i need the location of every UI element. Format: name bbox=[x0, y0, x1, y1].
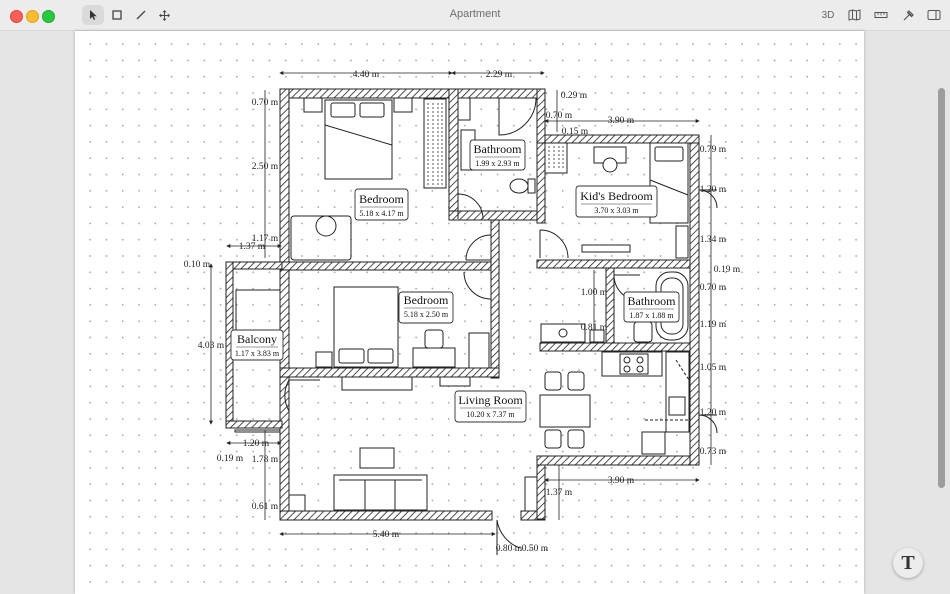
rectangle-icon bbox=[112, 10, 122, 20]
svg-text:1.87 x 1.88 m: 1.87 x 1.88 m bbox=[629, 311, 674, 320]
svg-text:5.18 x 2.50 m: 5.18 x 2.50 m bbox=[404, 310, 449, 319]
measure-button[interactable] bbox=[872, 6, 890, 24]
svg-text:0.19 m: 0.19 m bbox=[217, 454, 244, 464]
close-window-button[interactable] bbox=[10, 10, 23, 23]
svg-text:0.61 m: 0.61 m bbox=[252, 502, 279, 512]
svg-text:0.80 m: 0.80 m bbox=[496, 544, 523, 554]
svg-text:0.15 m: 0.15 m bbox=[562, 127, 589, 137]
svg-text:0.81 m: 0.81 m bbox=[581, 323, 608, 333]
view-3d-button[interactable]: 3D bbox=[821, 9, 835, 21]
select-tool-button[interactable] bbox=[82, 5, 104, 25]
svg-text:0.19 m: 0.19 m bbox=[714, 265, 741, 275]
svg-text:1.00 m: 1.00 m bbox=[581, 288, 608, 298]
canvas-right-margin bbox=[864, 31, 950, 594]
svg-text:2.29 m: 2.29 m bbox=[486, 70, 513, 80]
pointer-icon bbox=[90, 10, 97, 20]
svg-text:Living Room: Living Room bbox=[458, 393, 523, 407]
sidebar-toggle-button[interactable] bbox=[925, 6, 943, 24]
floor-plan-drawing: 4.40 m 2.29 m 3.90 m 5.40 m 3.90 m 0.70 … bbox=[184, 70, 741, 555]
svg-text:1.37 m: 1.37 m bbox=[546, 488, 573, 498]
room-label-bedroom-1[interactable]: Bedroom 5.18 x 4.17 m bbox=[354, 188, 409, 221]
svg-text:Bathroom: Bathroom bbox=[474, 142, 523, 156]
room-label-bathroom-1[interactable]: Bathroom 1.99 x 2.93 m bbox=[469, 139, 526, 171]
svg-text:1.37 m: 1.37 m bbox=[239, 242, 266, 252]
svg-text:1.05 m: 1.05 m bbox=[700, 363, 727, 373]
room-label-bathroom-2[interactable]: Bathroom 1.87 x 1.88 m bbox=[623, 291, 680, 323]
svg-text:0.73 m: 0.73 m bbox=[700, 447, 727, 457]
text-tool-fab-button[interactable]: T bbox=[893, 548, 923, 578]
svg-text:0.70 m: 0.70 m bbox=[546, 111, 573, 121]
dimension-lines bbox=[209, 71, 712, 536]
doors bbox=[284, 97, 718, 555]
room-label-kids-bedroom[interactable]: Kid's Bedroom 3.70 x 3.03 m bbox=[575, 185, 658, 218]
room-label-bedroom-2[interactable]: Bedroom 5.18 x 2.50 m bbox=[398, 291, 454, 324]
svg-text:0.29 m: 0.29 m bbox=[561, 91, 588, 101]
svg-text:1.20 m: 1.20 m bbox=[700, 408, 727, 418]
floor-plan-canvas[interactable]: 4.40 m 2.29 m 3.90 m 5.40 m 3.90 m 0.70 … bbox=[75, 31, 864, 594]
hammer-tool-button[interactable] bbox=[899, 6, 917, 24]
furniture bbox=[234, 97, 690, 512]
minimize-window-button[interactable] bbox=[26, 10, 39, 23]
svg-text:3.90 m: 3.90 m bbox=[608, 116, 635, 126]
svg-text:3.90 m: 3.90 m bbox=[608, 476, 635, 486]
room-label-living-room[interactable]: Living Room 10.20 x 7.37 m bbox=[454, 390, 527, 423]
svg-text:3.70 x 3.03 m: 3.70 x 3.03 m bbox=[594, 206, 639, 215]
svg-text:0.50 m: 0.50 m bbox=[522, 544, 549, 554]
svg-text:1.34 m: 1.34 m bbox=[700, 235, 727, 245]
svg-text:1.17 x 3.83 m: 1.17 x 3.83 m bbox=[235, 349, 280, 358]
svg-text:1.19 m: 1.19 m bbox=[700, 320, 727, 330]
walls bbox=[225, 88, 700, 521]
svg-text:0.70 m: 0.70 m bbox=[700, 283, 727, 293]
sidebar-icon bbox=[927, 10, 941, 20]
svg-text:10.20 x 7.37 m: 10.20 x 7.37 m bbox=[466, 410, 515, 419]
svg-text:5.18 x 4.17 m: 5.18 x 4.17 m bbox=[359, 209, 404, 218]
zoom-window-button[interactable] bbox=[42, 10, 55, 23]
move-tool-button[interactable] bbox=[153, 5, 175, 25]
dimension-labels: 4.40 m 2.29 m 3.90 m 5.40 m 3.90 m 0.70 … bbox=[184, 70, 741, 554]
ruler-icon bbox=[874, 12, 888, 18]
svg-text:1.17 m: 1.17 m bbox=[252, 234, 279, 244]
svg-text:Bedroom: Bedroom bbox=[404, 293, 449, 307]
move-arrows-icon bbox=[158, 9, 170, 21]
hammer-icon bbox=[903, 9, 914, 20]
canvas-left-margin bbox=[0, 31, 75, 594]
svg-text:Kid's Bedroom: Kid's Bedroom bbox=[580, 189, 653, 203]
svg-text:4.03 m: 4.03 m bbox=[198, 341, 225, 351]
svg-text:Balcony: Balcony bbox=[237, 332, 277, 346]
room-label-balcony[interactable]: Balcony 1.17 x 3.83 m bbox=[230, 329, 284, 361]
line-icon bbox=[136, 10, 146, 20]
vertical-scrollbar[interactable] bbox=[938, 88, 945, 488]
svg-text:5.40 m: 5.40 m bbox=[373, 530, 400, 540]
svg-text:1.99 x 2.93 m: 1.99 x 2.93 m bbox=[475, 159, 520, 168]
svg-text:4.40 m: 4.40 m bbox=[353, 70, 380, 80]
svg-text:1.78 m: 1.78 m bbox=[252, 455, 279, 465]
room-labels: Bedroom 5.18 x 4.17 m Bathroom 1.99 x 2.… bbox=[230, 139, 680, 423]
svg-text:1.20 m: 1.20 m bbox=[700, 185, 727, 195]
svg-text:0.70 m: 0.70 m bbox=[252, 98, 279, 108]
map-view-button[interactable] bbox=[845, 6, 863, 24]
svg-text:1.20 m: 1.20 m bbox=[243, 439, 270, 449]
svg-text:Bathroom: Bathroom bbox=[628, 294, 677, 308]
svg-text:0.79 m: 0.79 m bbox=[700, 145, 727, 155]
rectangle-tool-button[interactable] bbox=[106, 5, 128, 25]
title-bar: Apartment 3D bbox=[0, 0, 950, 31]
map-icon bbox=[848, 9, 860, 21]
svg-text:2.50 m: 2.50 m bbox=[252, 162, 279, 172]
svg-text:0.10 m: 0.10 m bbox=[184, 260, 211, 270]
svg-text:Bedroom: Bedroom bbox=[359, 192, 404, 206]
window-title: Apartment bbox=[449, 8, 501, 20]
line-tool-button[interactable] bbox=[130, 5, 152, 25]
